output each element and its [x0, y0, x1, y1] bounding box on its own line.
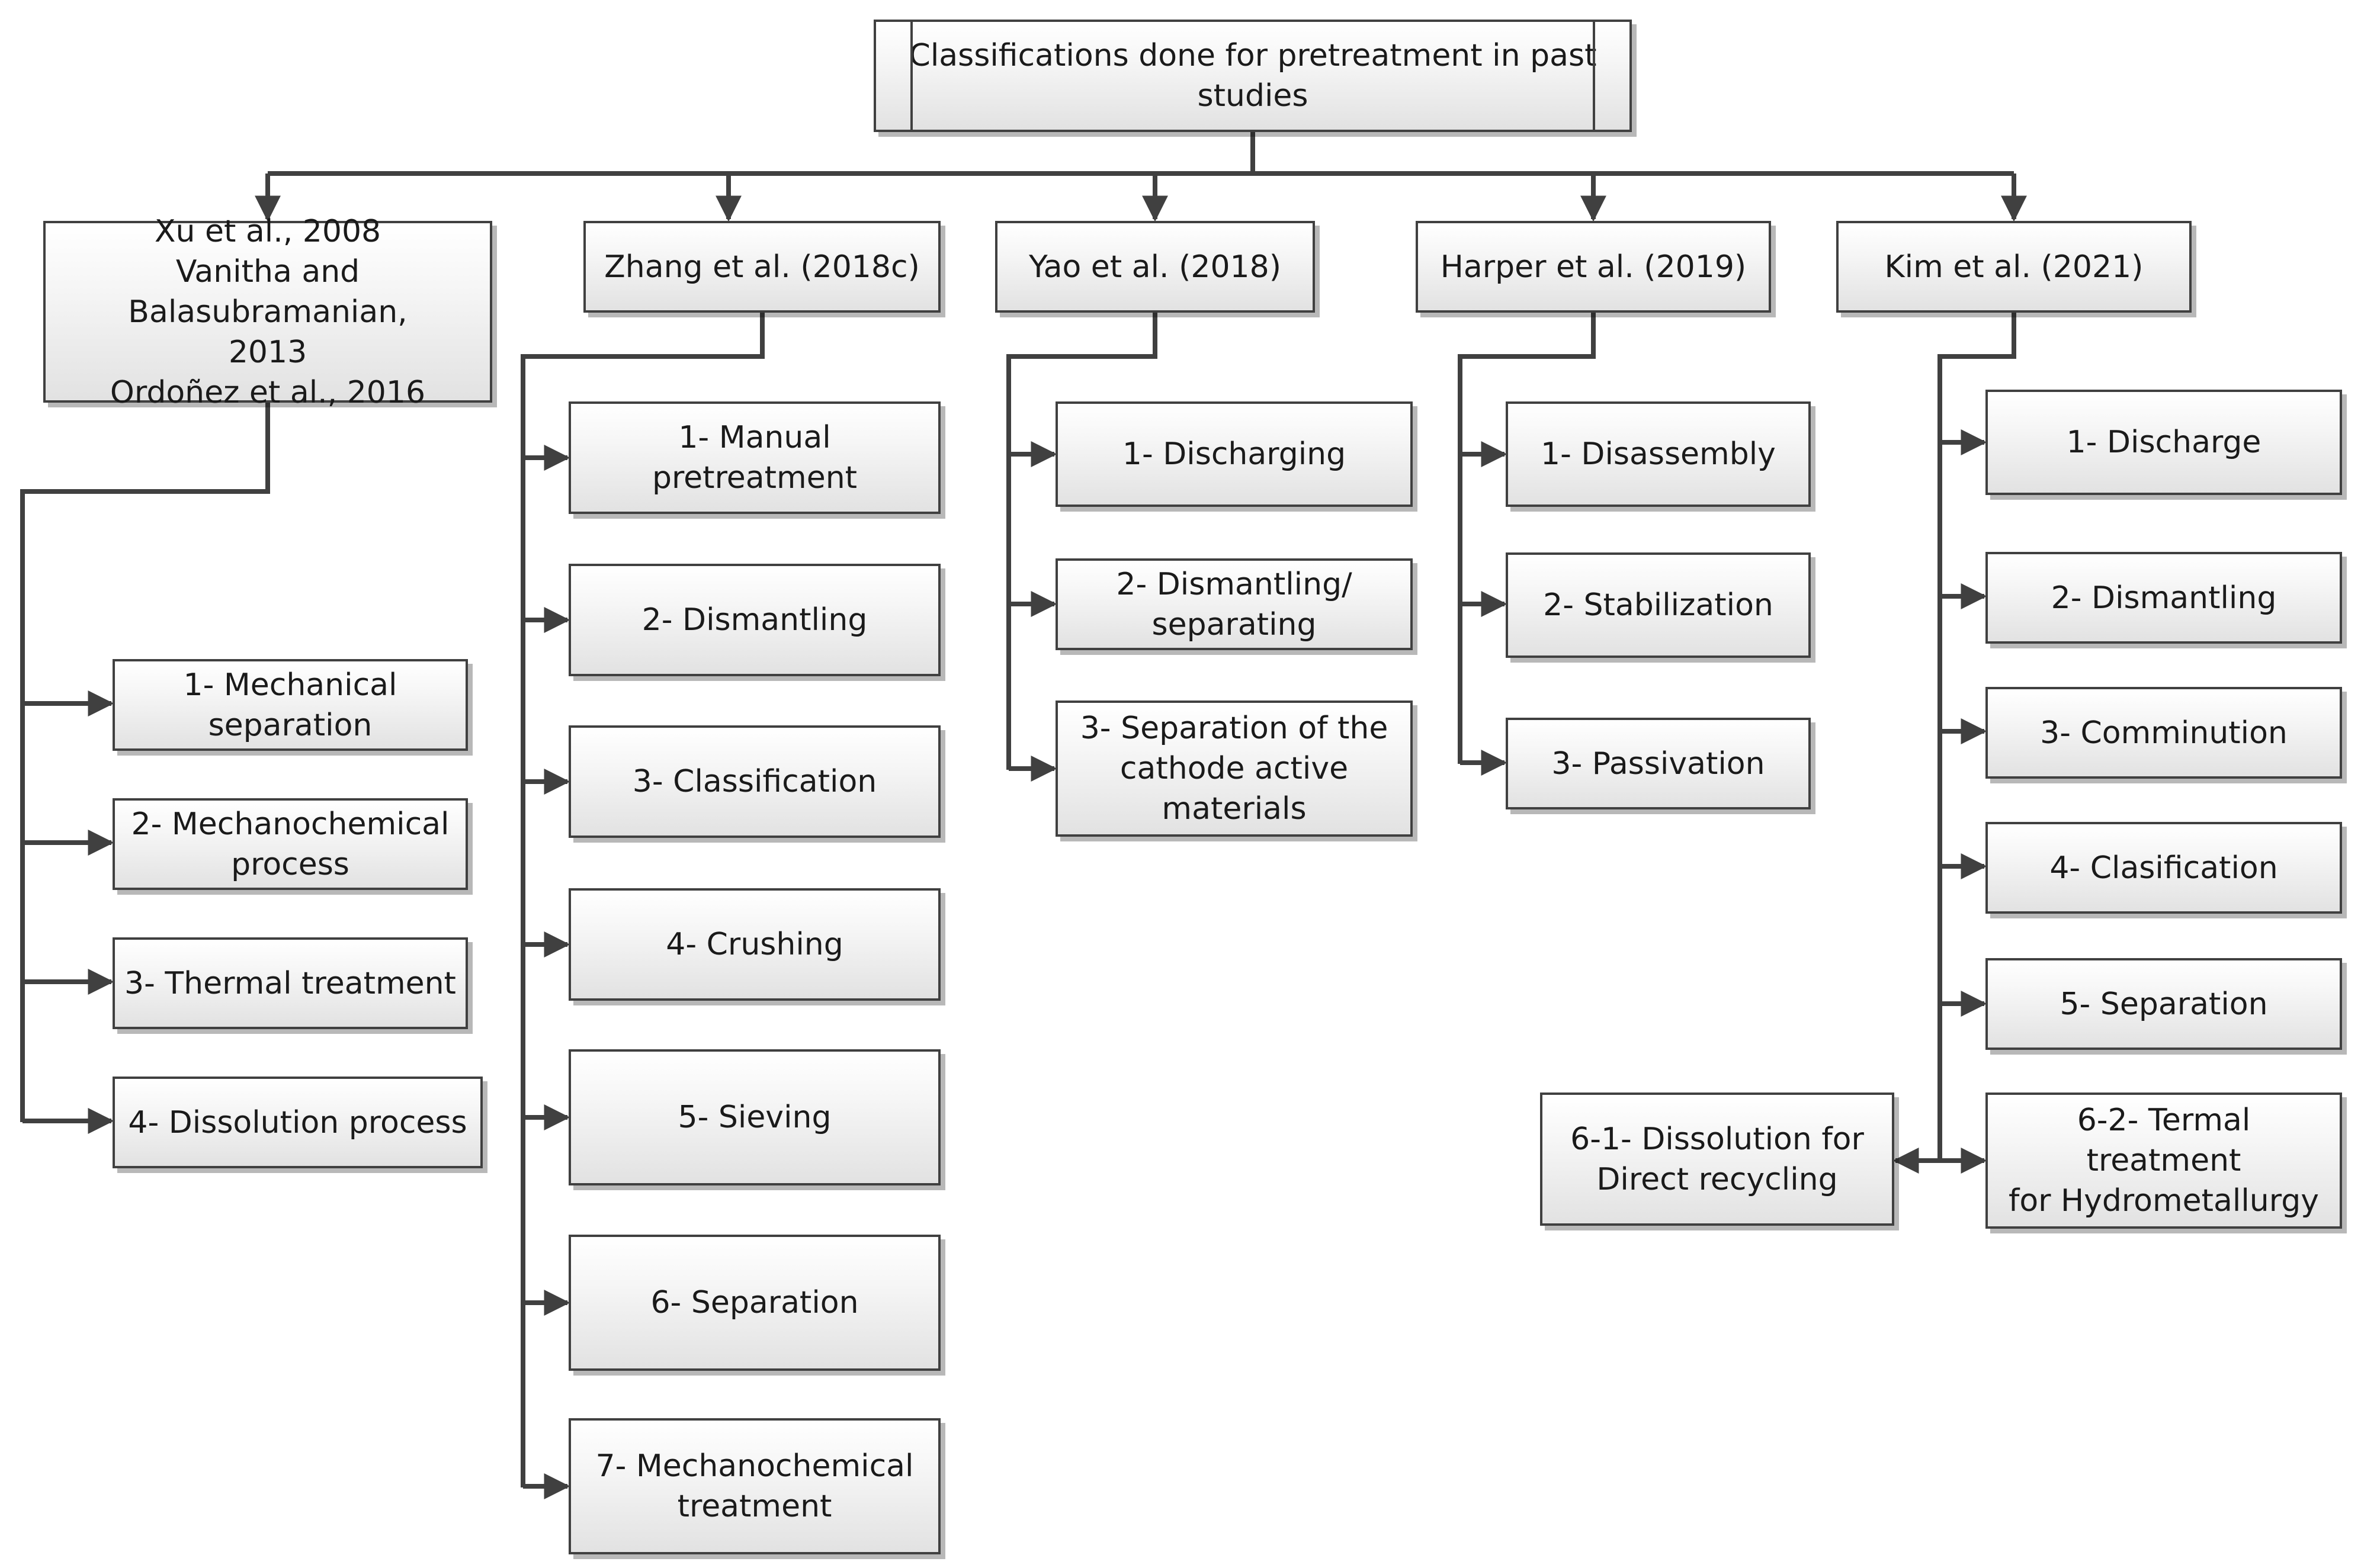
kim-step-5: 5- Separation: [1985, 958, 2342, 1050]
yao-step-2: 2- Dismantling/ separating: [1056, 558, 1413, 650]
kim-step-2: 2- Dismantling: [1985, 552, 2342, 644]
xu-step-1: 1- Mechanical separation: [113, 659, 468, 751]
harper-step-1: 1- Disassembly: [1506, 401, 1811, 507]
xu-step-2: 2- Mechanochemical process: [113, 798, 468, 890]
kim-step-6-1: 6-1- Dissolution for Direct recycling: [1540, 1093, 1894, 1226]
zhang-step-7: 7- Mechanochemical treatment: [569, 1418, 941, 1554]
zhang-step-1: 1- Manual pretreatment: [569, 401, 941, 514]
harper-step-3: 3- Passivation: [1506, 718, 1811, 809]
kim-step-6-2: 6-2- Termal treatment for Hydrometallurg…: [1985, 1093, 2342, 1229]
yao-step-3: 3- Separation of the cathode active mate…: [1056, 701, 1413, 837]
root-box: Classifications done for pretreatment in…: [874, 20, 1632, 132]
xu-step-4: 4- Dissolution process: [113, 1077, 483, 1168]
kim-step-4: 4- Clasification: [1985, 822, 2342, 914]
author-box-xu: Xu et al., 2008 Vanitha and Balasubraman…: [43, 214, 492, 410]
yao-step-1: 1- Discharging: [1056, 401, 1413, 507]
kim-step-3: 3- Comminution: [1985, 687, 2342, 779]
zhang-step-6: 6- Separation: [569, 1235, 941, 1371]
xu-step-3: 3- Thermal treatment: [113, 937, 468, 1029]
harper-step-2: 2- Stabilization: [1506, 552, 1811, 658]
kim-step-1: 1- Discharge: [1985, 390, 2342, 495]
author-box-kim: Kim et al. (2021): [1836, 221, 2192, 313]
zhang-step-2: 2- Dismantling: [569, 564, 941, 676]
zhang-step-4: 4- Crushing: [569, 888, 941, 1001]
zhang-step-3: 3- Classification: [569, 725, 941, 838]
zhang-step-5: 5- Sieving: [569, 1049, 941, 1185]
author-box-harper: Harper et al. (2019): [1416, 221, 1771, 313]
author-box-yao: Yao et al. (2018): [995, 221, 1315, 313]
author-box-zhang: Zhang et al. (2018c): [583, 221, 941, 313]
